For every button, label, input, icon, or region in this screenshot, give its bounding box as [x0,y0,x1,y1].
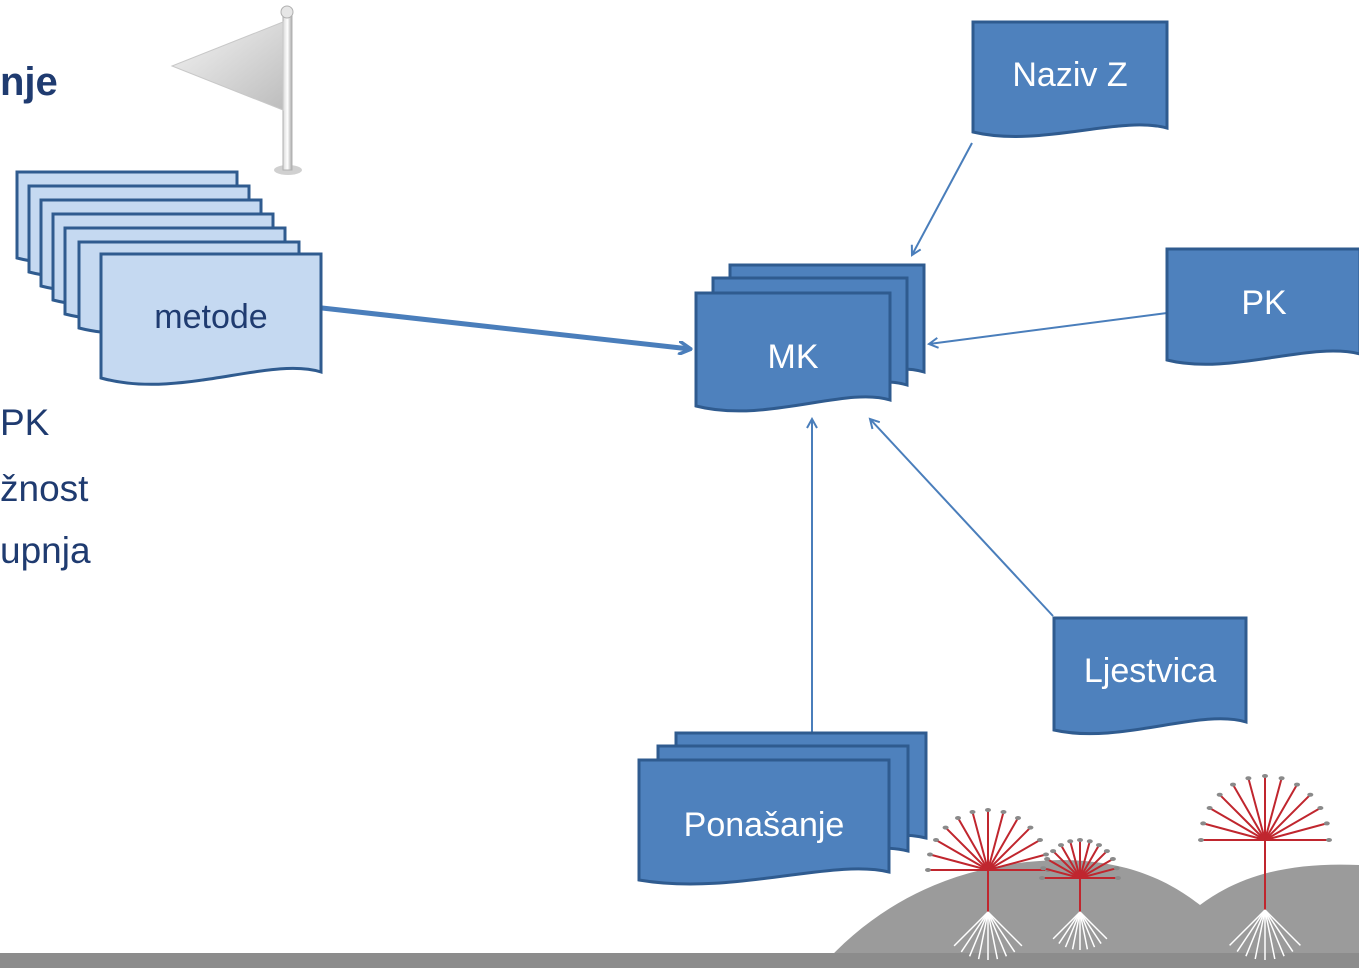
plant-icon [1198,774,1332,960]
mk-label: MK [767,338,819,376]
metode-label: metode [154,298,268,336]
metode-document-stack [15,170,323,386]
naziv-z-label: Naziv Z [1012,56,1128,94]
flag-icon [170,5,302,175]
naziv-z-document [971,20,1169,138]
pk-label: PK [1241,284,1287,322]
plant-icon [1039,838,1121,950]
side-list-item-2: žnost [0,468,89,509]
side-list-item-3: upnja [0,530,91,571]
arrow-metode-to-mk [321,305,690,349]
slide-title-fragment: nje [0,60,58,104]
connectors [321,142,1168,741]
ljestvica-document [1052,616,1248,736]
arrow-pk-to-mk [929,312,1168,344]
hill-landscape [0,860,1359,968]
plants-decoration [925,774,1332,960]
mk-document-stack [694,263,926,413]
plant-icon [925,808,1051,960]
ljestvica-label: Ljestvica [1083,652,1217,690]
arrow-ljestvica-to-mk [870,419,1054,617]
pk-document [1165,247,1359,366]
ponasanje-label: Ponašanje [683,806,845,844]
arrow-naziv-to-mk [912,142,973,255]
ponasanje-document-stack [637,731,928,886]
footer-bar [0,953,1359,968]
side-list-item-1: PK [0,402,50,443]
